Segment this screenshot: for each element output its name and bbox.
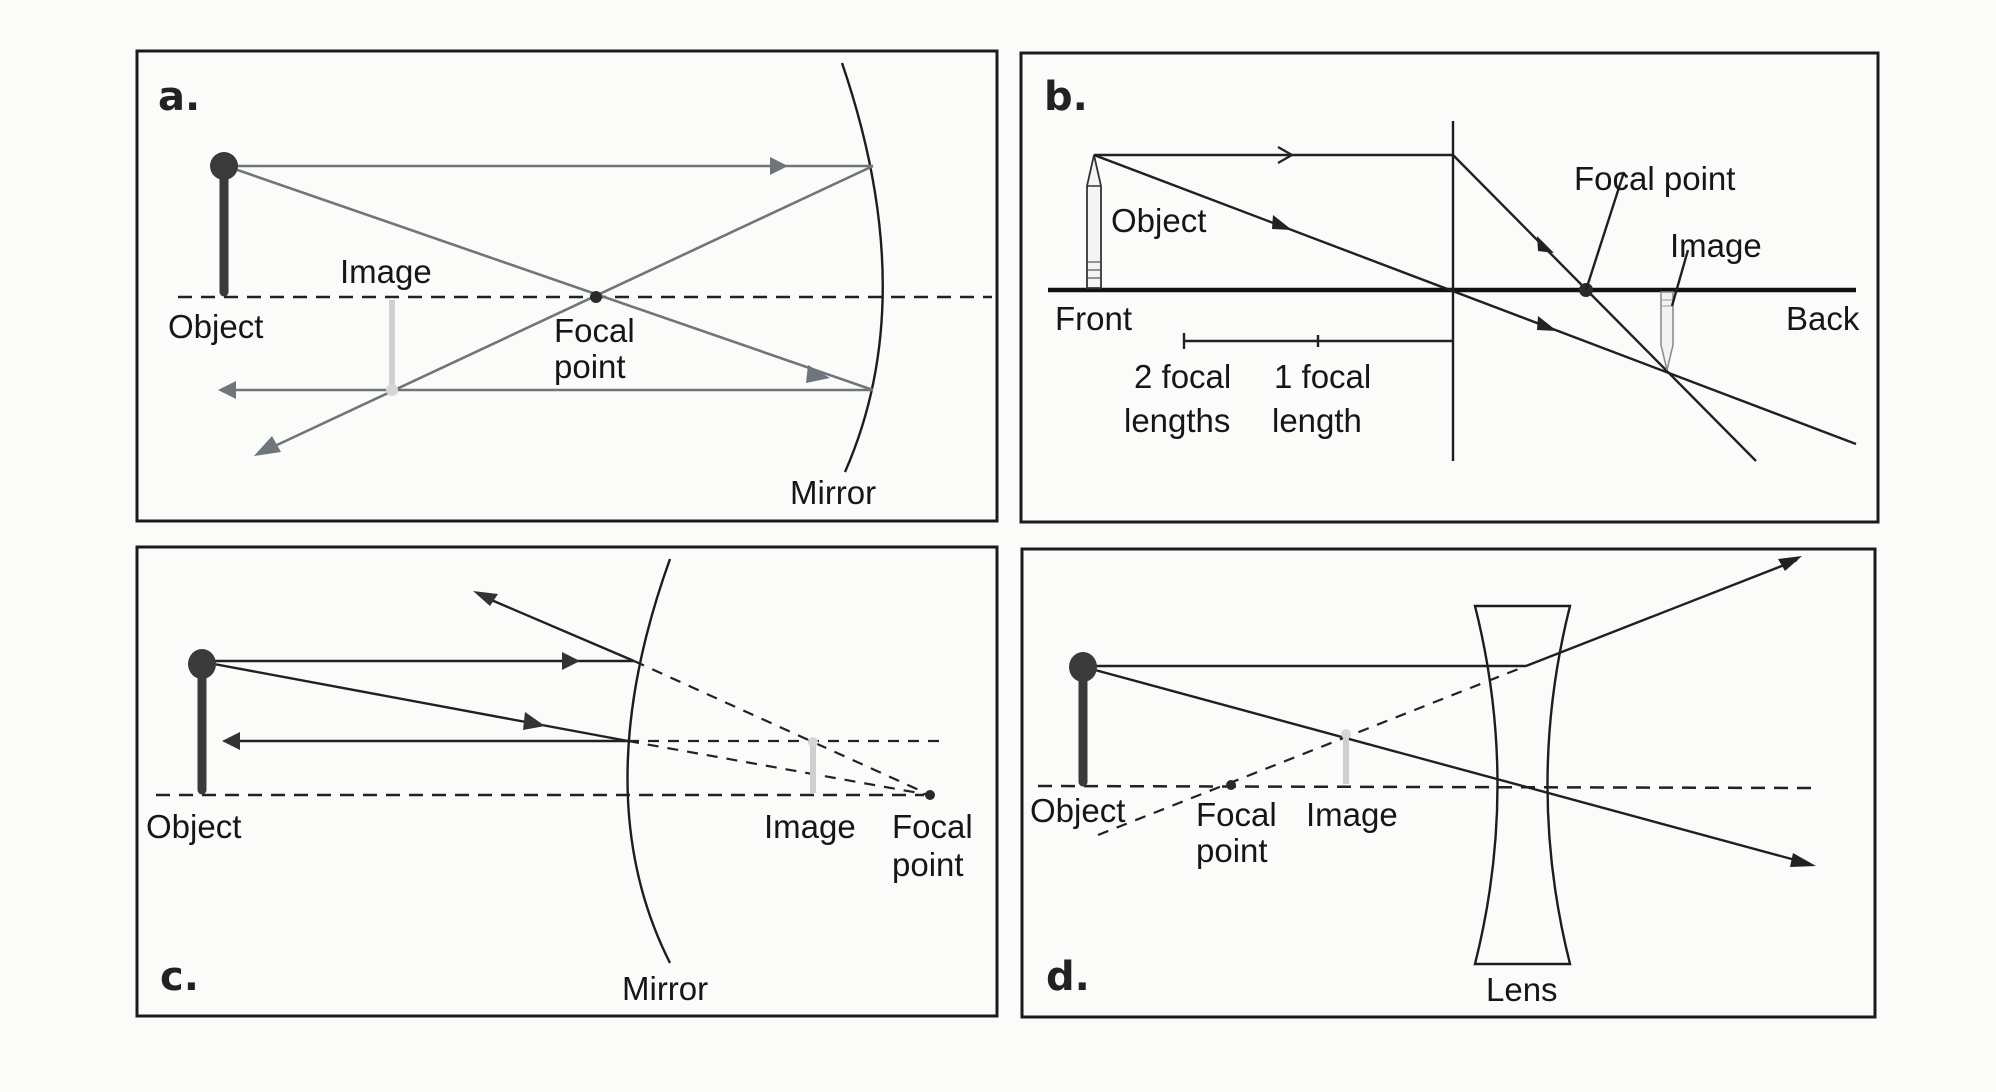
focal-point-marker (1226, 780, 1236, 790)
object-label: Object (1030, 792, 1125, 829)
ray-through-center (1094, 668, 1811, 866)
ray-arrowhead (523, 712, 545, 730)
ray-arrowhead (1778, 556, 1802, 571)
ray-refracted-through-focus (1452, 154, 1757, 462)
image-pencil-inverted (1660, 291, 1674, 371)
scale-2-label-line2: lengths (1124, 402, 1230, 439)
ray-arrowhead (1537, 316, 1557, 331)
focal-point-label-line1: Focal (1196, 796, 1277, 833)
panel-d-frame (1020, 547, 1877, 1019)
object-head (1069, 652, 1097, 682)
virtual-image-head (808, 737, 818, 747)
focal-point-marker (925, 790, 935, 800)
virtual-ray-extension (627, 739, 931, 797)
object-label: Object (1111, 202, 1206, 239)
ray-arrowhead (473, 591, 498, 606)
mirror-label: Mirror (790, 474, 876, 511)
panel-b: b. (1019, 51, 1880, 524)
ray-arrowhead (222, 732, 240, 750)
convex-mirror (626, 558, 672, 964)
virtual-image-head (1341, 729, 1351, 739)
focal-point-leader (1584, 171, 1626, 291)
ray-arrowhead (218, 381, 236, 399)
panel-d: d. Object Focal point Image Lens (1020, 547, 1877, 1019)
ray-through-center (1093, 153, 1857, 446)
panel-a-letter: a. (158, 74, 200, 120)
ray-arrowhead (770, 157, 788, 175)
scale-1-label-line1: 1 focal (1274, 358, 1371, 395)
ray-arrowhead (1272, 215, 1292, 230)
panel-a: a. Object Image Focal point Mirror (135, 49, 999, 523)
panel-b-frame (1019, 51, 1880, 524)
panel-c-letter: c. (160, 954, 199, 1000)
focal-point-label-line1: Focal (892, 808, 973, 845)
object-pencil (1086, 154, 1102, 289)
ray-arrowhead (806, 365, 830, 383)
mirror-label: Mirror (622, 970, 708, 1007)
image-label: Image (340, 253, 432, 290)
ray-arrowhead (1790, 853, 1816, 867)
image-label: Image (764, 808, 856, 845)
scale-1-label-line2: length (1272, 402, 1362, 439)
principal-axis (1037, 784, 1813, 790)
ray-refracted-diverging (1525, 558, 1798, 668)
ray-through-focus-in (225, 164, 874, 392)
object-label: Object (146, 808, 241, 845)
ray-reflected-diverging (481, 594, 635, 663)
object-head (210, 152, 238, 180)
real-image-head (386, 384, 398, 396)
ray-toward-focus-in (213, 662, 629, 743)
focal-length-scale (1182, 333, 1453, 349)
ray-arrowhead (254, 436, 281, 456)
diverging-lens (1473, 604, 1572, 966)
image-leader (1670, 249, 1690, 307)
focal-point-label: Focal point (1574, 160, 1735, 197)
focal-point-marker (590, 291, 602, 303)
front-label: Front (1055, 300, 1132, 337)
virtual-ray-extension (1097, 664, 1527, 837)
scale-2-label-line1: 2 focal (1134, 358, 1231, 395)
focal-point-label-line2: point (1196, 832, 1268, 869)
panel-d-letter: d. (1046, 954, 1090, 1000)
concave-mirror (840, 62, 884, 473)
focal-point-label-line2: point (892, 846, 964, 883)
panel-c-frame (135, 545, 999, 1018)
ray-arrowhead (1277, 146, 1295, 164)
ray-arrowhead (1537, 236, 1554, 253)
panel-b-letter: b. (1044, 74, 1088, 120)
panel-a-frame (135, 49, 999, 523)
focal-point-label-line2: point (554, 348, 626, 385)
object-label: Object (168, 308, 263, 345)
object-head (188, 649, 216, 679)
back-label: Back (1786, 300, 1860, 337)
lens-label: Lens (1486, 971, 1558, 1008)
panel-c: c. Object Image Focal point Mirror (135, 545, 999, 1018)
virtual-ray-extension (633, 659, 931, 797)
image-label: Image (1670, 227, 1762, 264)
focal-point-label-line1: Focal (554, 312, 635, 349)
ray-through-focus-out (261, 164, 874, 454)
ray-arrowhead (562, 652, 580, 670)
image-label: Image (1306, 796, 1398, 833)
